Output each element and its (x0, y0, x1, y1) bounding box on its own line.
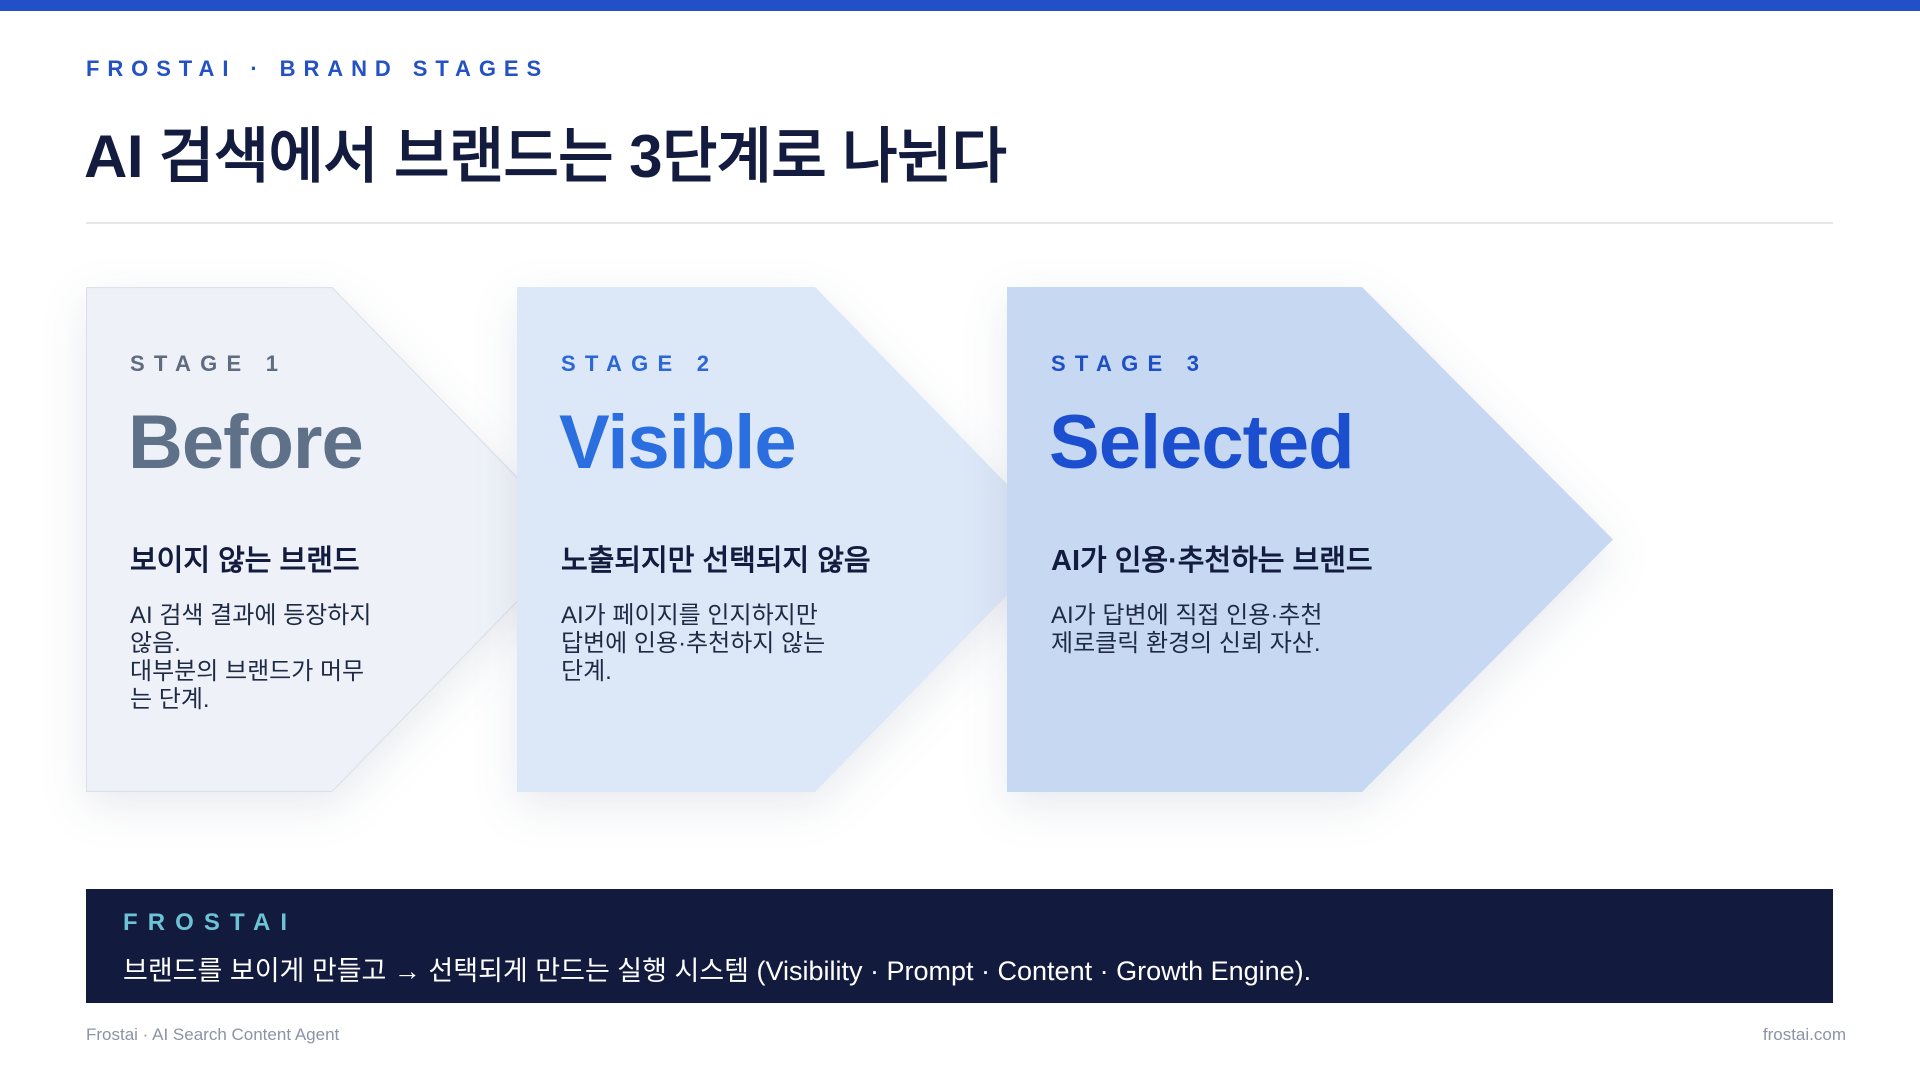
stage-heading: AI가 인용·추천하는 브랜드 (1051, 545, 1373, 577)
arrow-shape (86, 287, 578, 792)
stage-card-1: STAGE 1 Before 보이지 않는 브랜드 AI 검색 결과에 등장하지… (86, 287, 578, 792)
banner-brand-label: FROSTAI (123, 909, 298, 936)
stage-label: STAGE 3 (1051, 351, 1209, 376)
description-line: AI가 페이지를 인지하지만 (561, 602, 818, 629)
description-line: AI 검색 결과에 등장하지 (130, 602, 372, 629)
description-line: 않음. (130, 630, 181, 657)
description-line: 단계. (561, 658, 612, 685)
header-divider (86, 222, 1833, 224)
stage-description: AI 검색 결과에 등장하지 않음. 대부분의 브랜드가 머무 는 단계. (130, 602, 420, 714)
banner-text: 브랜드를 보이게 만들고 → 선택되게 만드는 실행 시스템 (Visibili… (123, 956, 1312, 986)
page-title: AI 검색에서 브랜드는 3단계로 나뉜다 (84, 123, 1007, 190)
arrow-shape (517, 287, 1061, 792)
description-line: 는 단계. (130, 686, 210, 713)
stage-label: STAGE 1 (130, 351, 288, 376)
stage-name: Selected (1049, 400, 1355, 485)
stage-card-2: STAGE 2 Visible 노출되지만 선택되지 않음 AI가 페이지를 인… (517, 287, 1061, 792)
stage-label: STAGE 2 (561, 351, 719, 376)
stage-heading: 보이지 않는 브랜드 (130, 545, 360, 577)
stage-heading: 노출되지만 선택되지 않음 (561, 545, 871, 577)
description-line: 제로클릭 환경의 신뢰 자산. (1051, 630, 1321, 657)
stage-card-3: STAGE 3 Selected AI가 인용·추천하는 브랜드 AI가 답변에… (1007, 287, 1613, 792)
top-accent-bar (0, 0, 1920, 11)
arrow-shape (1007, 287, 1613, 792)
stage-description: AI가 답변에 직접 인용·추천 제로클릭 환경의 신뢰 자산. (1051, 602, 1341, 658)
eyebrow-label: FROSTAI · BRAND STAGES (86, 56, 550, 81)
description-line: 대부분의 브랜드가 머무 (130, 658, 365, 685)
description-line: 답변에 인용·추천하지 않는 (561, 630, 826, 657)
summary-banner: FROSTAI 브랜드를 보이게 만들고 → 선택되게 만드는 실행 시스템 (… (86, 889, 1833, 1003)
footer-url: frostai.com (1762, 1025, 1846, 1044)
description-line: AI가 답변에 직접 인용·추천 (1051, 602, 1323, 629)
stage-description: AI가 페이지를 인지하지만 답변에 인용·추천하지 않는 단계. (561, 602, 851, 686)
stage-name: Before (128, 400, 364, 485)
stage-name: Visible (559, 400, 797, 485)
footer-caption: Frostai · AI Search Content Agent (86, 1025, 340, 1044)
